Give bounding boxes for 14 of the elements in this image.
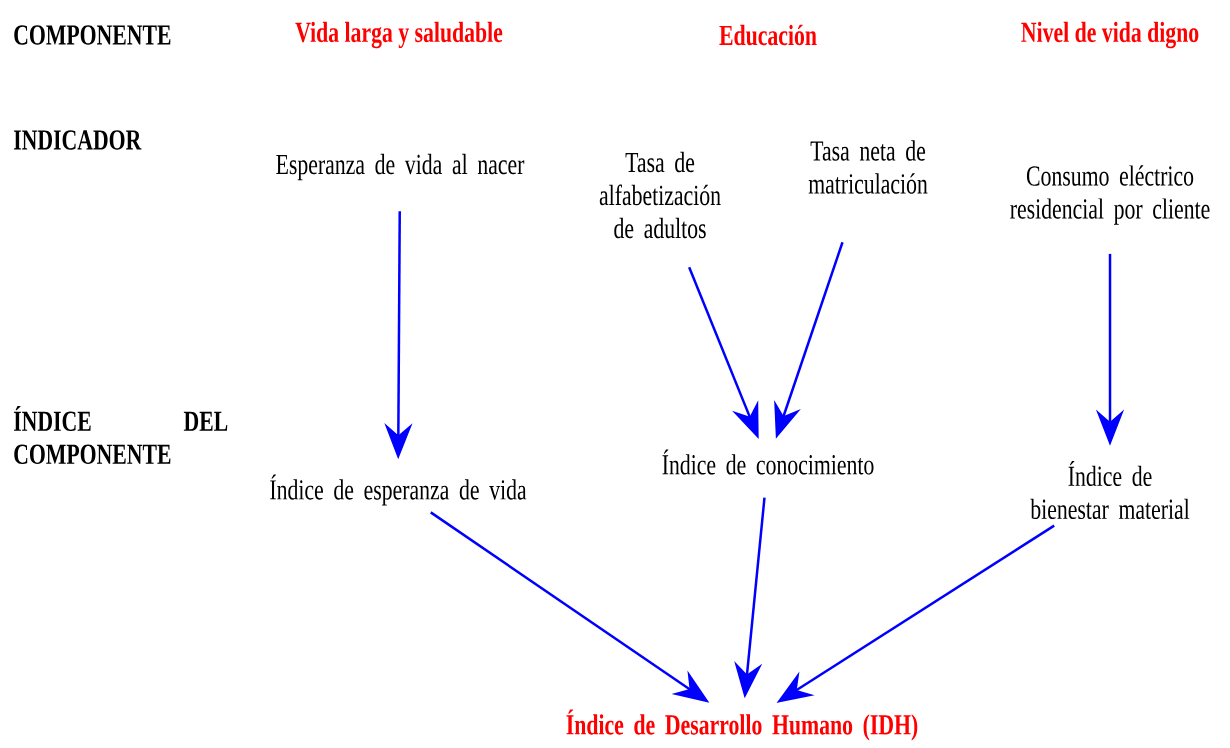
row-label: INDICADOR xyxy=(13,130,142,150)
index-text: Índice de esperanza de vida xyxy=(270,474,527,506)
heading-text: Índice de Desarrollo Humano (IDH) xyxy=(566,709,918,741)
component-heading: Educación xyxy=(719,24,817,46)
row-label: COMPONENTE xyxy=(14,25,171,45)
indicator-text: Consumo eléctrico residencial por cliente xyxy=(1010,165,1210,225)
indicator-text: Tasa neta de matriculación xyxy=(808,140,928,194)
index-text: Índice de bienestar material xyxy=(1030,460,1190,520)
indicator-text: Tasa de alfabetización de adultos xyxy=(599,151,721,239)
row-label: ÍNDICE DEL COMPONENTE xyxy=(13,405,228,465)
index-text: Índice de conocimiento xyxy=(662,449,874,475)
component-heading: Nivel de vida digno xyxy=(1021,21,1199,49)
component-heading: Vida larga y saludable xyxy=(295,21,503,49)
indicator-text: Esperanza de vida al nacer xyxy=(276,153,525,181)
